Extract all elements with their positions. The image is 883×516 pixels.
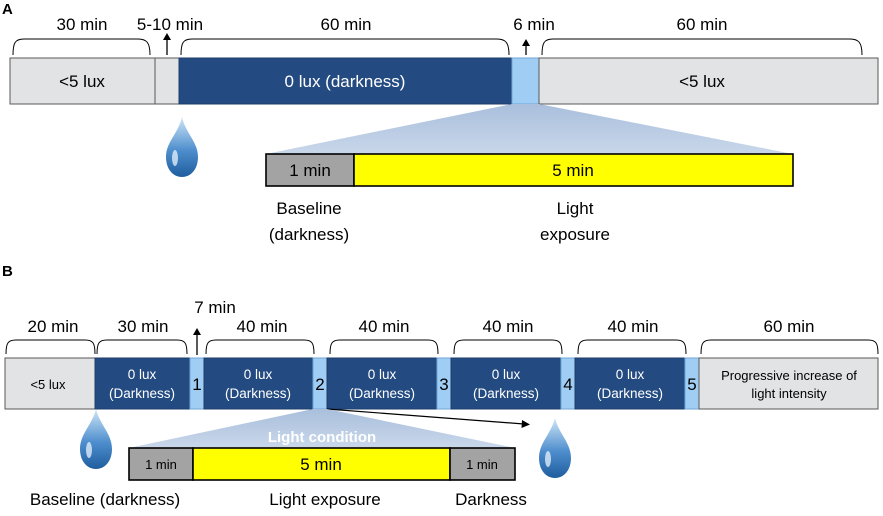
caption-b-baseline: Baseline (darkness) — [30, 490, 180, 509]
segment-b-dark-5 — [574, 357, 686, 410]
zoom-b-dark — [449, 447, 516, 481]
end-line2: light intensity — [751, 386, 827, 401]
brace-a5 — [541, 38, 863, 56]
duration-a1: 30 min — [56, 15, 107, 34]
segment-a1 — [9, 57, 156, 105]
brace-a3 — [180, 38, 510, 56]
brace-b8 — [700, 339, 879, 355]
duration-b5: 40 min — [358, 317, 409, 336]
segment-b-baseline-label: <5 lux — [30, 377, 66, 392]
segment-b-dark-3 — [326, 357, 438, 410]
up-arrow-icon — [522, 39, 530, 55]
duration-a4: 6 min — [513, 15, 555, 34]
light-4-number: 4 — [563, 375, 572, 394]
segment-b-dark-4 — [450, 357, 562, 410]
zoom-b-light-label: 5 min — [300, 455, 342, 474]
duration-b3: 7 min — [194, 298, 236, 317]
dark-5-line1: 0 lux — [616, 367, 645, 382]
water-drop-icon — [539, 418, 571, 478]
panel-a-braces — [12, 38, 863, 56]
panel-a-label: A — [2, 1, 13, 18]
caption-a-baseline-1: Baseline — [276, 199, 341, 218]
segment-a5 — [538, 57, 879, 105]
end-line1: Progressive increase of — [721, 368, 857, 383]
duration-b6: 40 min — [482, 317, 533, 336]
dark-2-line1: 0 lux — [244, 367, 273, 382]
sampling-arrow — [326, 408, 530, 428]
duration-b1: 20 min — [27, 317, 78, 336]
water-drop-icon — [166, 117, 198, 177]
dark-3-line2: (Darkness) — [349, 386, 415, 401]
zoom-bar-a — [265, 153, 794, 187]
zoom-a-light-label: 5 min — [552, 161, 594, 180]
zoom-b-dark-label: 1 min — [466, 457, 498, 472]
segment-a3-label: 0 lux (darkness) — [285, 72, 406, 91]
zoom-a-baseline — [265, 153, 355, 187]
duration-a3: 60 min — [320, 15, 371, 34]
zoom-triangle-b — [129, 409, 515, 448]
dark-3-line1: 0 lux — [368, 367, 397, 382]
zoom-triangle-a — [266, 104, 793, 154]
light-condition-label: Light condition — [268, 429, 376, 446]
brace-b6 — [453, 339, 563, 355]
timeline-b — [4, 357, 879, 410]
segment-a4 — [511, 57, 540, 105]
water-drop-icon — [80, 409, 112, 469]
brace-a1 — [12, 38, 151, 56]
caption-a-light-1: Light — [557, 199, 594, 218]
zoom-b-baseline-label: 1 min — [145, 457, 177, 472]
up-arrow-icon — [193, 328, 201, 355]
brace-b1 — [5, 339, 96, 355]
up-arrow-icon — [163, 33, 171, 55]
duration-a2: 5-10 min — [137, 15, 203, 34]
segment-b-end — [698, 357, 879, 410]
panel-b-label: B — [2, 263, 13, 280]
duration-a5: 60 min — [676, 15, 727, 34]
zoom-a-baseline-label: 1 min — [289, 161, 331, 180]
brace-b2 — [96, 339, 188, 355]
dark-5-line2: (Darkness) — [597, 386, 663, 401]
zoom-b-baseline — [128, 447, 194, 481]
zoom-a-light — [353, 153, 794, 187]
segment-b-dark-2 — [203, 357, 314, 410]
dark-4-line1: 0 lux — [492, 367, 521, 382]
zoom-b-light — [192, 447, 451, 481]
caption-a-light-2: exposure — [540, 225, 610, 244]
segment-a5-label: <5 lux — [679, 72, 725, 91]
duration-b7: 40 min — [607, 317, 658, 336]
timeline-a — [9, 57, 879, 105]
brace-b7 — [577, 339, 687, 355]
dark-2-line2: (Darkness) — [225, 386, 291, 401]
panel-b-braces — [5, 339, 879, 355]
segment-a1-label: <5 lux — [59, 72, 105, 91]
duration-b4: 40 min — [236, 317, 287, 336]
duration-b8: 60 min — [763, 317, 814, 336]
caption-a-baseline-2: (darkness) — [269, 225, 349, 244]
caption-b-light: Light exposure — [269, 490, 381, 509]
segment-a3 — [178, 57, 513, 105]
dark-1-line1: 0 lux — [128, 367, 157, 382]
dark-1-line2: (Darkness) — [109, 386, 175, 401]
caption-b-dark: Darkness — [455, 490, 527, 509]
light-3-number: 3 — [439, 375, 448, 394]
dark-4-line2: (Darkness) — [473, 386, 539, 401]
segment-b-dark-1 — [94, 357, 191, 410]
duration-b2: 30 min — [117, 317, 168, 336]
brace-b4 — [205, 339, 315, 355]
light-5-number: 5 — [687, 375, 696, 394]
segment-a2 — [154, 57, 180, 105]
segment-b-baseline — [4, 357, 96, 410]
zoom-bar-b — [128, 447, 516, 481]
light-2-number: 2 — [315, 375, 324, 394]
light-1-number: 1 — [192, 375, 201, 394]
brace-b5 — [329, 339, 439, 355]
